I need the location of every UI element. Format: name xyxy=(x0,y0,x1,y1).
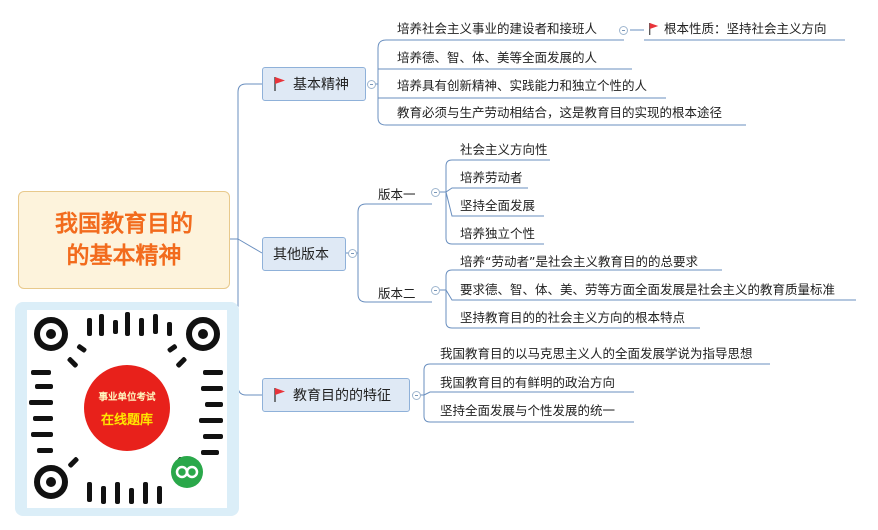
flag-icon xyxy=(649,23,659,35)
topic-label: 基本精神 xyxy=(293,77,349,93)
list-item[interactable]: 坚持全面发展 xyxy=(460,198,536,213)
list-item[interactable]: 培养德、智、体、美等全面发展的人 xyxy=(397,50,598,65)
collapse-toggle[interactable] xyxy=(431,188,440,197)
collapse-toggle[interactable] xyxy=(431,286,440,295)
qr-badge: 事业单位考试 在线题库 xyxy=(84,365,170,451)
version-two-label[interactable]: 版本二 xyxy=(378,286,416,301)
flag-icon xyxy=(274,77,285,91)
note-label: 根本性质：坚持社会主义方向 xyxy=(664,21,827,36)
list-item[interactable]: 我国教育目的有鲜明的政治方向 xyxy=(440,375,616,390)
topic-basic-spirit[interactable]: 基本精神 xyxy=(262,67,366,101)
list-item[interactable]: 教育必须与生产劳动相结合，这是教育目的实现的根本途径 xyxy=(397,105,723,120)
collapse-toggle[interactable] xyxy=(412,391,421,400)
collapse-toggle[interactable] xyxy=(348,249,357,258)
topic-label: 其他版本 xyxy=(273,247,329,263)
collapse-toggle[interactable] xyxy=(367,80,376,89)
topic-label: 教育目的的特征 xyxy=(293,388,391,404)
list-item[interactable]: 培养社会主义事业的建设者和接班人 xyxy=(397,21,598,36)
list-item[interactable]: 培养劳动者 xyxy=(460,170,523,185)
flag-icon xyxy=(274,388,285,402)
list-item[interactable]: 培养独立个性 xyxy=(460,226,536,241)
list-item[interactable]: 坚持全面发展与个性发展的统一 xyxy=(440,403,616,418)
topic-other-versions[interactable]: 其他版本 xyxy=(262,237,346,271)
list-item[interactable]: 培养具有创新精神、实践能力和独立个性的人 xyxy=(397,78,648,93)
list-item[interactable]: 坚持教育目的的社会主义方向的根本特点 xyxy=(460,310,686,325)
list-item[interactable]: 我国教育目的以马克思主义人的全面发展学说为指导思想 xyxy=(440,346,753,361)
version-one-label[interactable]: 版本一 xyxy=(378,187,416,202)
root-topic[interactable]: 我国教育目的 的基本精神 xyxy=(18,191,230,289)
list-item[interactable]: 社会主义方向性 xyxy=(460,142,548,157)
qr-badge-line2: 在线题库 xyxy=(100,412,153,428)
list-item[interactable]: 要求德、智、体、美、劳等方面全面发展是社会主义的教育质量标准 xyxy=(460,282,836,297)
qr-badge-line1: 事业单位考试 xyxy=(98,391,156,403)
list-item[interactable]: 培养“劳动者”是社会主义教育目的的总要求 xyxy=(460,254,698,269)
qr-pattern xyxy=(29,312,223,504)
note-item[interactable]: 根本性质：坚持社会主义方向 xyxy=(648,20,827,38)
collapse-toggle[interactable] xyxy=(619,26,628,35)
topic-features[interactable]: 教育目的的特征 xyxy=(262,378,410,412)
